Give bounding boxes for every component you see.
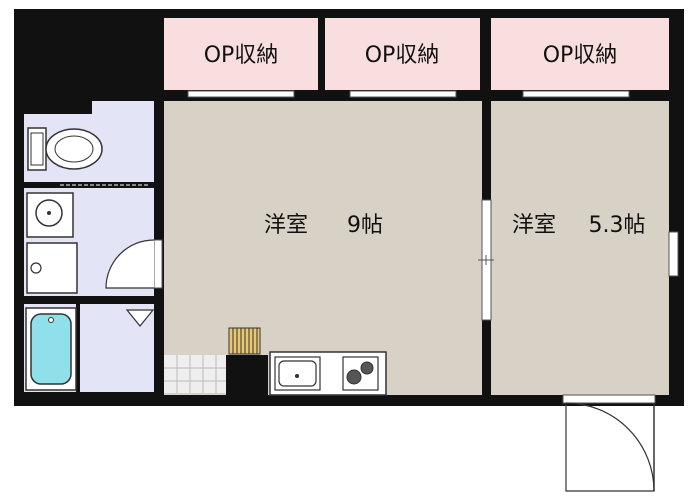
closet-door-1 [187,90,295,98]
toilet-icon [27,127,103,171]
closet-door-2 [349,90,457,98]
toilet-recess [92,101,154,116]
door-swing-icon [105,239,163,289]
washing-machine-icon [26,242,78,294]
closet-3 [491,18,669,90]
door-marker-icon [125,309,155,327]
entrance-floor [164,355,226,393]
washbasin-icon [26,192,74,238]
window-right [668,231,679,277]
entrance-door [562,394,656,492]
side-room-name: 洋室 [512,213,556,238]
closet-1 [164,18,318,90]
bathtub-icon [25,307,77,391]
kitchen-counter [269,351,387,396]
shoe-rack-icon [226,327,268,400]
closet-door-3 [522,90,630,98]
main-room-name: 洋室 [264,213,308,238]
stove-icon [342,356,379,391]
closet-label-2: OP収納 [365,43,440,68]
closet-label-1: OP収納 [204,43,279,68]
side-room-size: 5.3帖 [589,213,646,238]
closet-2 [325,18,480,90]
sink-icon [278,360,317,387]
side-room [491,101,669,395]
closet-label-3: OP収納 [543,43,618,68]
main-room-size: 9帖 [347,213,383,238]
main-room [164,101,482,395]
